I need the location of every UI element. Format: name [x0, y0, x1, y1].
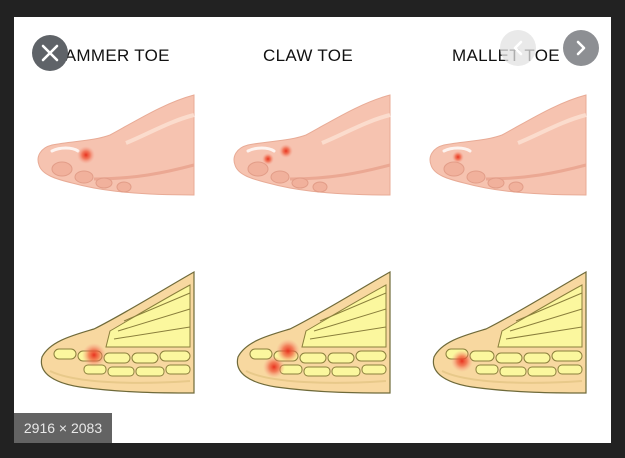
- close-button[interactable]: [32, 35, 68, 71]
- next-image-button[interactable]: [563, 30, 599, 66]
- image-viewer: HAMMER TOE CLAW TOE MALLET TOE: [14, 17, 611, 443]
- hammer-toe-skin: [36, 93, 196, 197]
- claw-toe-skin: [232, 93, 392, 197]
- chevron-right-icon: [576, 40, 586, 56]
- mallet-toe-skin: [428, 93, 588, 197]
- claw-toe-bones: [236, 271, 391, 394]
- close-icon: [41, 44, 59, 62]
- hammer-toe-bones: [40, 271, 195, 394]
- foot-illustration: [36, 93, 588, 394]
- previous-image-button[interactable]: [500, 30, 536, 66]
- title-hammer-toe: HAMMER TOE: [52, 46, 170, 65]
- mallet-toe-bones: [432, 271, 587, 394]
- chevron-left-icon: [513, 40, 523, 56]
- image-dimensions: 2916 × 2083: [14, 413, 112, 443]
- title-claw-toe: CLAW TOE: [263, 46, 353, 65]
